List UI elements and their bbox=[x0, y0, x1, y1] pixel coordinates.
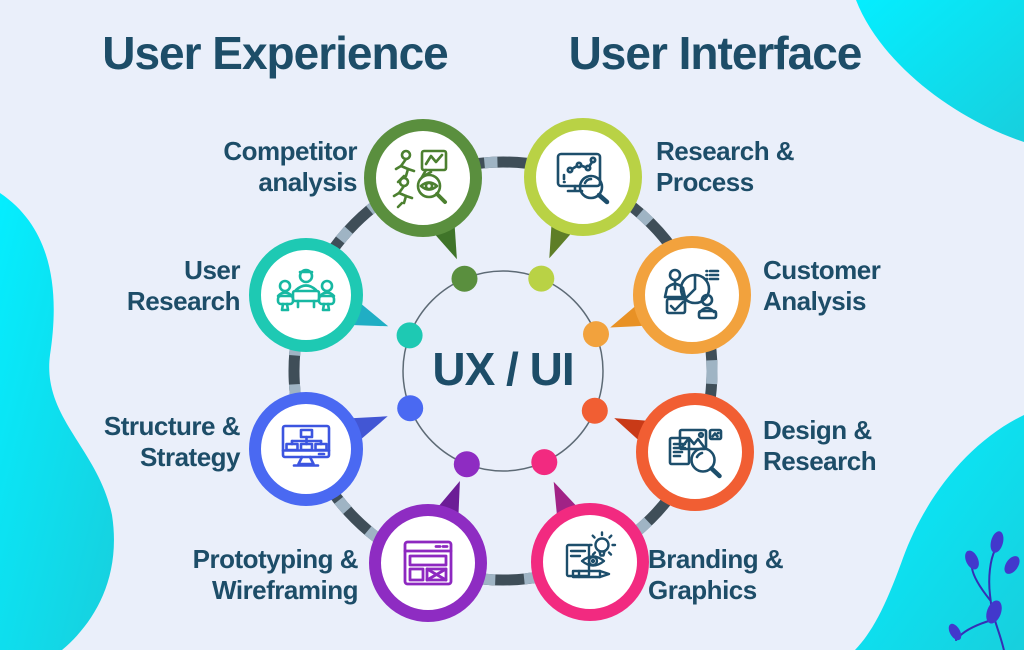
dot-design-research bbox=[581, 397, 608, 424]
competitor-analysis-icon bbox=[391, 146, 455, 210]
left-blob bbox=[0, 193, 114, 650]
node-circle-research-process bbox=[524, 118, 642, 236]
dot-user-research bbox=[396, 322, 423, 349]
connector-ring-dashes bbox=[288, 156, 718, 586]
dot-branding-graphics bbox=[531, 449, 558, 476]
dot-structure-strategy bbox=[397, 395, 424, 422]
plant-decoration bbox=[948, 531, 1020, 650]
dot-competitor-analysis bbox=[451, 265, 478, 292]
corner-blob-top-right bbox=[856, 0, 1024, 142]
dot-research-process bbox=[528, 265, 555, 292]
node-circle-customer-analysis bbox=[633, 236, 751, 354]
dot-prototyping-wireframing bbox=[453, 451, 480, 478]
node-circle-user-research bbox=[249, 238, 363, 352]
wireframe-browser-icon bbox=[396, 531, 460, 595]
center-circle bbox=[402, 270, 604, 472]
label-research-process: Research & Process bbox=[656, 136, 795, 197]
ui-title: User Interface bbox=[568, 27, 863, 79]
people-pie-chart-icon bbox=[660, 263, 724, 327]
label-branding-graphics: Branding & Graphics bbox=[648, 544, 784, 605]
node-circle-prototyping-wireframing bbox=[369, 504, 487, 622]
branding-pen-bulb-icon bbox=[558, 530, 622, 594]
center-label: UX / UI bbox=[432, 343, 574, 395]
ux-title: User Experience bbox=[102, 27, 449, 79]
label-user-research: User Research bbox=[126, 255, 241, 316]
sitemap-monitor-icon bbox=[274, 417, 338, 481]
label-structure-strategy: Structure & Strategy bbox=[103, 411, 241, 472]
label-customer-analysis: Customer Analysis bbox=[763, 255, 881, 316]
monitor-chart-magnifier-icon bbox=[551, 145, 615, 209]
label-prototyping-wireframing: Prototyping & Wireframing bbox=[192, 544, 359, 605]
bottom-right-blob bbox=[855, 415, 1024, 650]
images-magnifier-icon bbox=[663, 420, 727, 484]
label-competitor-analysis: Competitor analysis bbox=[223, 136, 357, 197]
label-design-research: Design & Research bbox=[763, 415, 877, 476]
user-group-icon bbox=[274, 263, 338, 327]
dot-customer-analysis bbox=[583, 321, 609, 348]
